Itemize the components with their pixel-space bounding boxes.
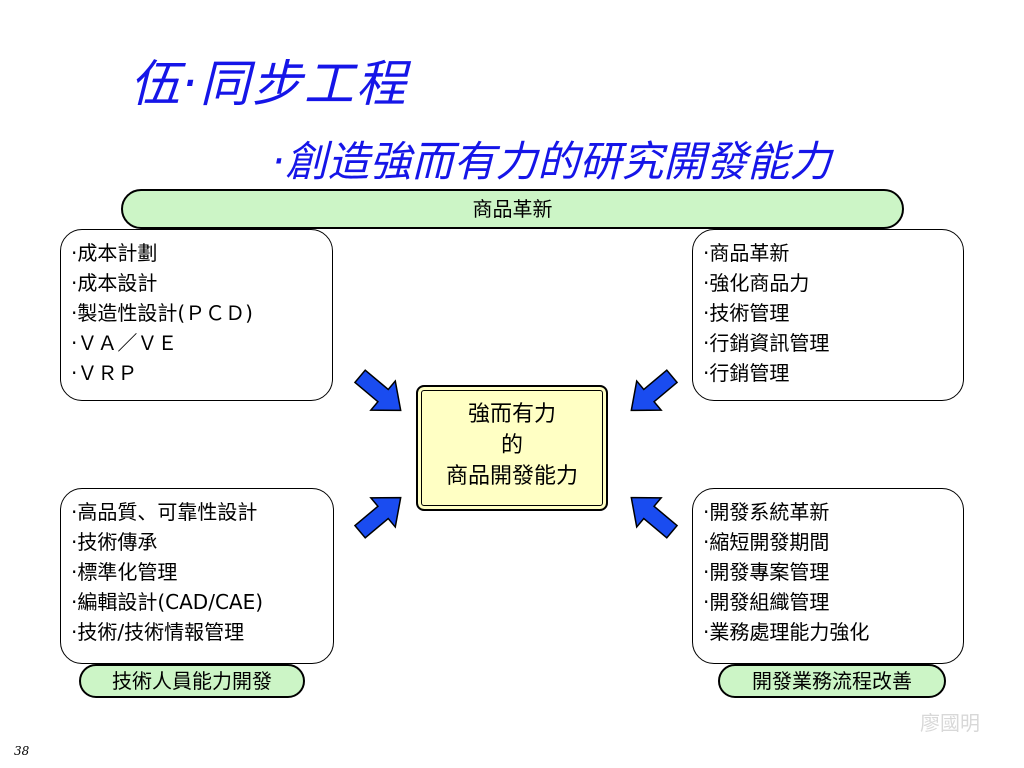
center-line-2: 的 (500, 433, 523, 458)
list-item: 成本計劃 (71, 238, 322, 268)
arrow-down-left-icon (630, 369, 679, 412)
arrow-up-left-icon (630, 496, 679, 539)
list-item: 強化商品力 (703, 268, 953, 298)
list-item: 技術/技術情報管理 (71, 617, 323, 647)
center-line-1: 強而有力 (467, 402, 556, 427)
box-top-left: 成本計劃 成本設計 製造性設計(ＰＣＤ) ＶＡ／ＶＥ ＶＲＰ (60, 229, 333, 401)
list-item: 行銷資訊管理 (703, 328, 953, 358)
list-item: 開發組織管理 (703, 587, 953, 617)
bottom-right-label: 開發業務流程改善 (718, 664, 946, 698)
slide-title: 伍‧同步工程 (130, 55, 408, 113)
list-item: 成本設計 (71, 268, 322, 298)
list-item: 技術傳承 (71, 527, 323, 557)
list-item: ＶＡ／ＶＥ (71, 328, 322, 358)
list-item: 製造性設計(ＰＣＤ) (71, 298, 322, 328)
center-line-3: 商品開發能力 (445, 464, 578, 489)
center-box: 強而有力 的 商品開發能力 (416, 385, 608, 511)
list-item: 編輯設計(CAD/CAE) (71, 587, 323, 617)
list-item: 行銷管理 (703, 358, 953, 388)
list-item: 開發系統革新 (703, 497, 953, 527)
list-item: 技術管理 (703, 298, 953, 328)
page-number: 38 (14, 744, 30, 758)
author-signature: 廖國明 (920, 711, 980, 735)
arrow-up-right-icon (353, 496, 402, 539)
bottom-left-label: 技術人員能力開發 (79, 664, 305, 698)
list-item: 商品革新 (703, 238, 953, 268)
list-item: 標準化管理 (71, 557, 323, 587)
list-item: 業務處理能力強化 (703, 617, 953, 647)
list-item: 高品質、可靠性設計 (71, 497, 323, 527)
arrow-down-right-icon (353, 369, 402, 412)
box-bottom-left: 高品質、可靠性設計 技術傳承 標準化管理 編輯設計(CAD/CAE) 技術/技術… (60, 488, 334, 664)
list-item: 縮短開發期間 (703, 527, 953, 557)
box-top-right: 商品革新 強化商品力 技術管理 行銷資訊管理 行銷管理 (692, 229, 964, 401)
box-bottom-right: 開發系統革新 縮短開發期間 開發專案管理 開發組織管理 業務處理能力強化 (692, 488, 964, 664)
slide-subtitle: ‧創造強而有力的研究開發能力 (272, 137, 832, 186)
list-item: 開發專案管理 (703, 557, 953, 587)
top-band-label: 商品革新 (121, 189, 904, 229)
list-item: ＶＲＰ (71, 358, 322, 388)
